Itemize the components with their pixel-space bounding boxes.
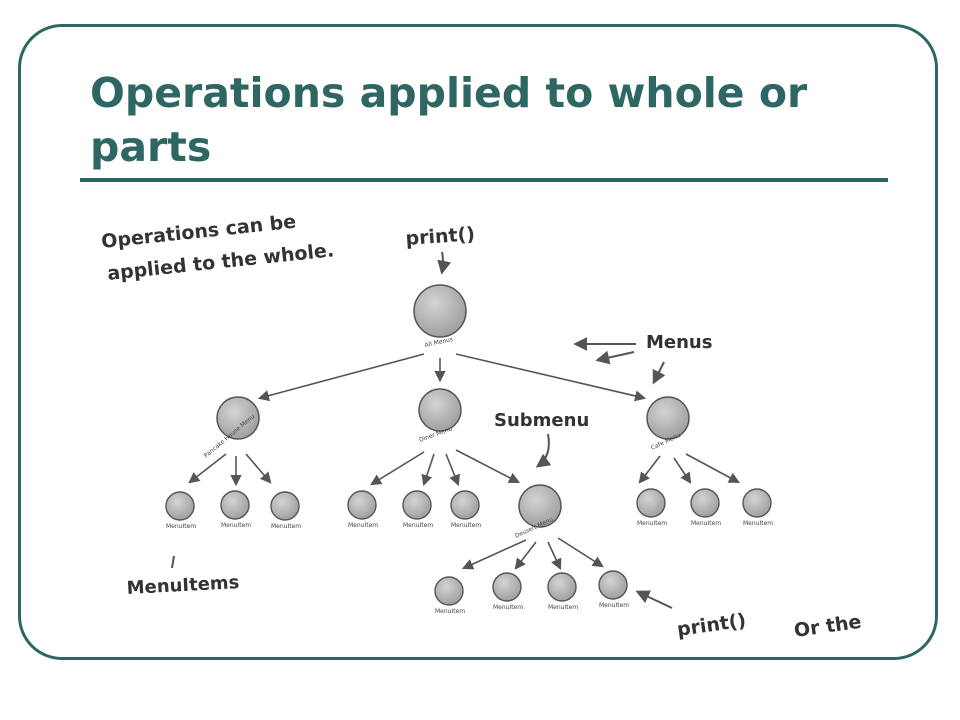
node-label: MenuItem [403,522,433,529]
menu-item-leaf: MenuItem [547,572,578,611]
node-diner-menu: Diner Menu [418,388,462,444]
menus-arrow-3 [652,361,666,385]
menu-item-leaf: MenuItem [165,491,196,530]
node-label: MenuItem [493,604,523,611]
menu-item-leaf: MenuItem [598,570,629,609]
menu-item-leaf: MenuItem [690,488,721,527]
print-top-arrow [437,251,452,275]
node-label: MenuItem [451,522,481,529]
menus-arrow-2 [595,350,635,365]
menu-item-leaf: MenuItem [492,572,523,611]
node-dessert-menu: Dessert Menu [514,484,562,540]
slide-frame [18,24,938,660]
node-label: MenuItem [221,522,251,529]
node-pancake-house-menu: Pancake House Menu [203,396,260,460]
node-label: MenuItem [599,602,629,609]
menu-item-leaf: MenuItem [270,491,301,530]
submenu-arrow [535,433,552,468]
menu-item-leaf: MenuItem [347,490,378,529]
node-label: All Menus [424,336,454,349]
print-top-label: print() [405,223,476,250]
menu-item-leaf: MenuItem [434,576,465,615]
node-label: MenuItem [691,520,721,527]
node-label: MenuItem [435,608,465,615]
menuitems-arrow [171,555,175,569]
node-label: MenuItem [743,520,773,527]
menu-item-leaf: MenuItem [402,490,433,529]
menu-item-leaf: MenuItem [742,488,773,527]
or-the-label: Or the [793,611,863,642]
menus-label: Menus [646,332,712,353]
title-underline [80,178,888,182]
node-label: MenuItem [637,520,667,527]
menuitems-label: MenuItems [126,572,240,599]
node-cafe-menu: Cafe Menu [646,396,690,452]
print-bottom-label: print() [676,609,748,640]
node-label: MenuItem [271,523,301,530]
node-label: MenuItem [166,523,196,530]
tree-edges [188,353,740,571]
node-all-menus: All Menus [413,284,467,349]
menu-item-leaf: MenuItem [450,490,481,529]
node-label: MenuItem [548,604,578,611]
node-label: MenuItem [348,522,378,529]
menu-item-leaf: MenuItem [636,488,667,527]
menu-item-leaf: MenuItem [220,490,251,529]
print-bottom-arrow [635,590,673,609]
submenu-label: Submenu [494,410,589,431]
slide-title: Operations applied to whole or parts [90,69,808,171]
